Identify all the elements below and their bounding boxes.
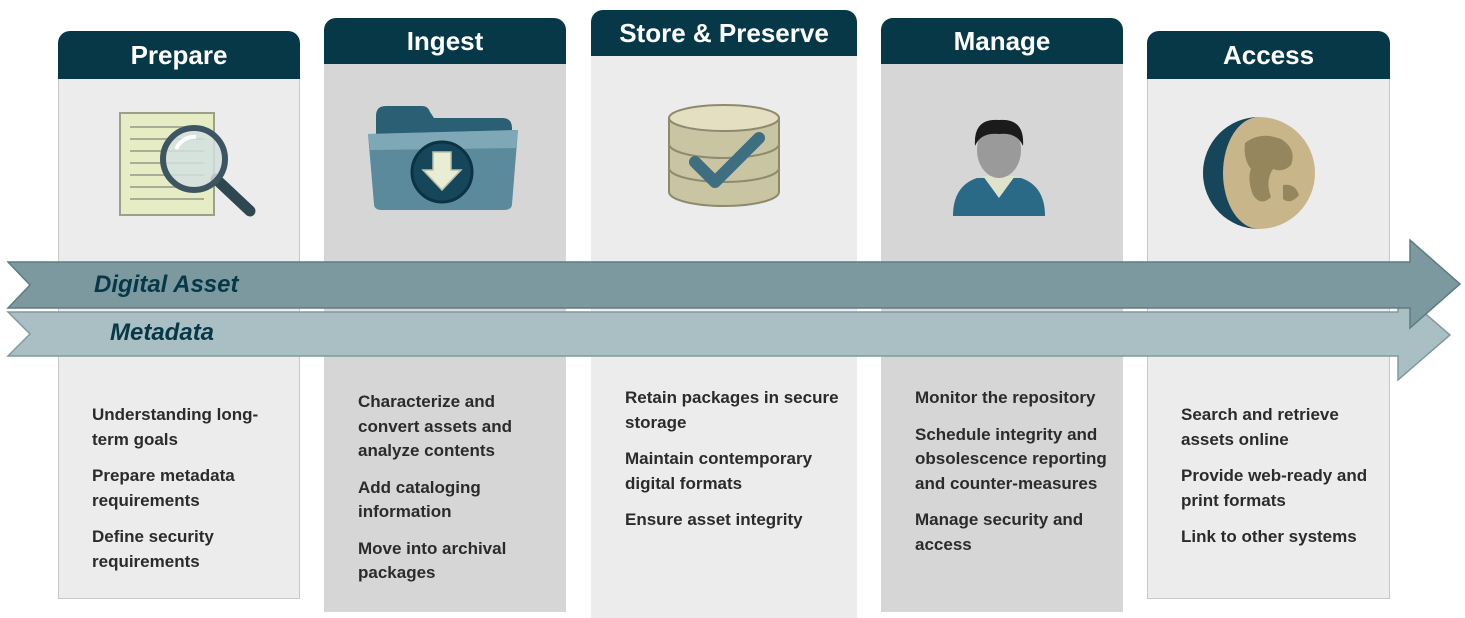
activity-item: Prepare metadata requirements — [92, 466, 235, 510]
stage-title: Access — [1147, 31, 1390, 79]
activity-item: Schedule integrity and obsolescence repo… — [915, 424, 1107, 493]
activity-item: Understanding long-term goals — [92, 405, 259, 449]
activity-item: Add cataloging information — [358, 477, 481, 522]
stage-title: Ingest — [324, 18, 566, 64]
folder-download-icon — [368, 106, 518, 210]
stage-activities: Characterize and convert assets and anal… — [358, 390, 558, 598]
user-icon — [953, 119, 1045, 216]
stage-title: Manage — [881, 18, 1123, 64]
digital-asset-label: Digital Asset — [94, 271, 239, 298]
activity-item: Characterize and convert assets and anal… — [358, 392, 513, 460]
document-magnifier-icon — [119, 112, 256, 217]
activity-item: Define security requirements — [92, 527, 214, 571]
activity-item: Retain packages in secure storage — [625, 388, 839, 432]
activity-item: Manage security and access — [915, 510, 1084, 554]
asset-band-arrow — [6, 238, 1462, 330]
stage-activities: Understanding long-term goals Prepare me… — [92, 403, 292, 586]
activity-item: Monitor the repository — [915, 388, 1096, 407]
globe-icon — [1203, 117, 1315, 229]
stage-activities: Search and retrieve assets online Provid… — [1181, 403, 1382, 562]
activity-item: Link to other systems — [1181, 527, 1357, 546]
activity-item: Move into archival packages — [358, 538, 507, 583]
stage-title: Prepare — [58, 31, 300, 79]
activity-item: Maintain contemporary digital formats — [625, 449, 813, 493]
activity-item: Provide web-ready and print formats — [1181, 466, 1368, 510]
stage-activities: Retain packages in secure storage Mainta… — [625, 386, 849, 545]
activity-item: Ensure asset integrity — [625, 510, 803, 529]
database-check-icon — [668, 104, 780, 207]
activity-item: Search and retrieve assets online — [1181, 405, 1339, 449]
metadata-label: Metadata — [110, 319, 215, 346]
stage-title: Store & Preserve — [591, 10, 857, 56]
stage-activities: Monitor the repository Schedule integrit… — [915, 386, 1115, 569]
